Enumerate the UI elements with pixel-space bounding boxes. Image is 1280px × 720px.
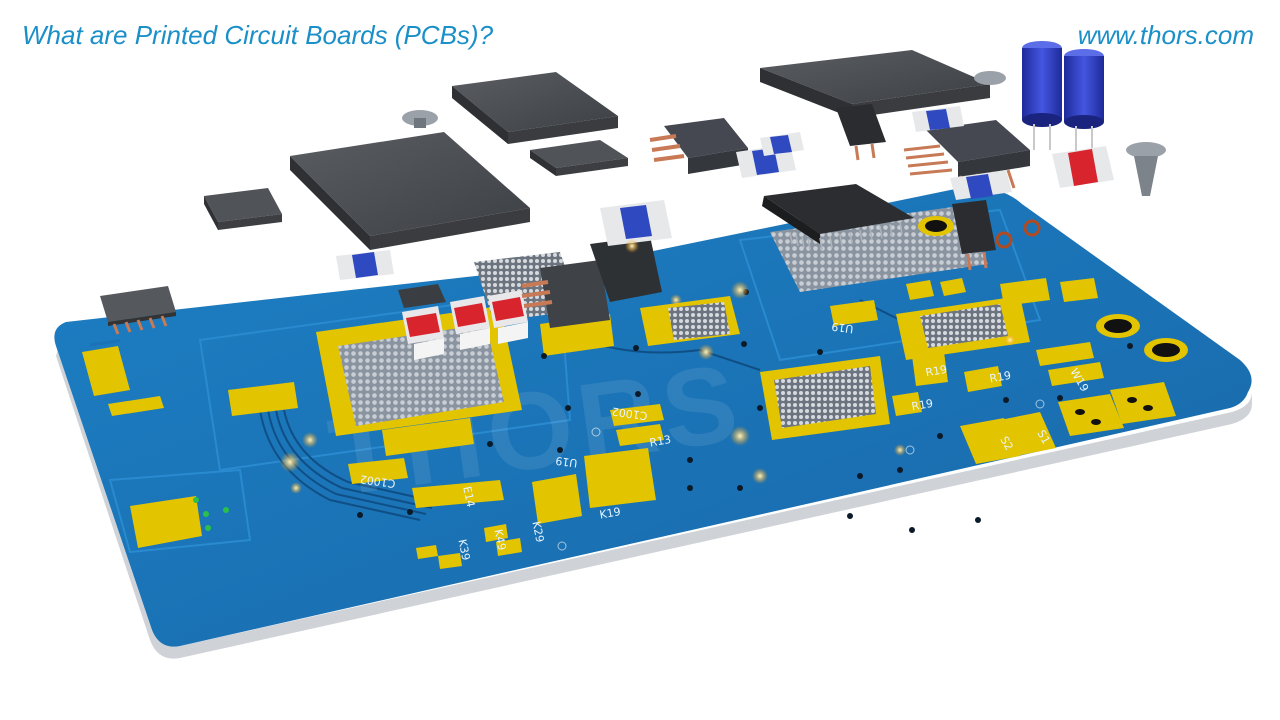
label-c1002-b: C1002 (611, 405, 648, 423)
label-e14: E14 (460, 485, 477, 508)
sparkle-effects (280, 239, 1016, 494)
board-holes (193, 216, 1188, 551)
board-components (100, 184, 1041, 360)
label-k29: K29 (529, 520, 546, 543)
label-r19-b: R19 (988, 369, 1012, 386)
label-r19-c: R19 (910, 397, 934, 414)
label-u19: U19 (555, 454, 579, 470)
label-r13: R13 (648, 433, 672, 450)
site-url: www.thors.com (1077, 20, 1254, 50)
page-title: What are Printed Circuit Boards (PCBs)? (22, 20, 494, 50)
label-s2: S2 (997, 434, 1015, 453)
label-r19-a: R19 (924, 363, 948, 380)
floating-components (204, 41, 1166, 250)
label-k49: K49 (491, 528, 508, 551)
label-u19-b: U19 (831, 320, 855, 336)
label-k19: K19 (598, 505, 621, 521)
label-c1002-a: C1002 (359, 472, 396, 490)
label-k39: K39 (455, 538, 472, 561)
board-labels: C1002 C1002 R13 U19 K19 E14 K39 K49 K29 … (359, 320, 1091, 562)
label-s1: S1 (1034, 428, 1052, 447)
